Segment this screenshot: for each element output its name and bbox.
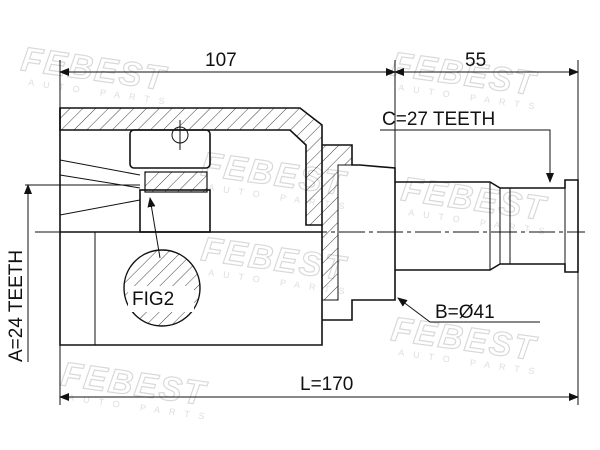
spline-inner-label: A=24 TEETH bbox=[6, 250, 27, 362]
seal-diameter-label: B=Ø41 bbox=[435, 302, 495, 323]
joint-housing bbox=[59, 107, 396, 346]
ball-cage bbox=[129, 120, 211, 233]
fig2-label: FIG2 bbox=[132, 289, 174, 310]
dim-total-label: L=170 bbox=[300, 374, 353, 395]
output-shaft bbox=[395, 179, 579, 273]
spline-inner-dimension: A=24 TEETH bbox=[6, 184, 140, 362]
dim-55-label: 55 bbox=[465, 50, 486, 71]
dimension-total: L=170 bbox=[59, 272, 579, 405]
spline-outer-label: C=27 TEETH bbox=[382, 109, 495, 130]
dim-107-label: 107 bbox=[205, 50, 237, 71]
spline-outer-callout: C=27 TEETH bbox=[380, 109, 554, 183]
fig2-callout: FIG2 bbox=[123, 197, 201, 327]
seal-diameter-callout: B=Ø41 bbox=[397, 297, 540, 323]
dimension-107: 107 bbox=[59, 50, 396, 170]
dimension-55: 55 bbox=[394, 50, 579, 180]
